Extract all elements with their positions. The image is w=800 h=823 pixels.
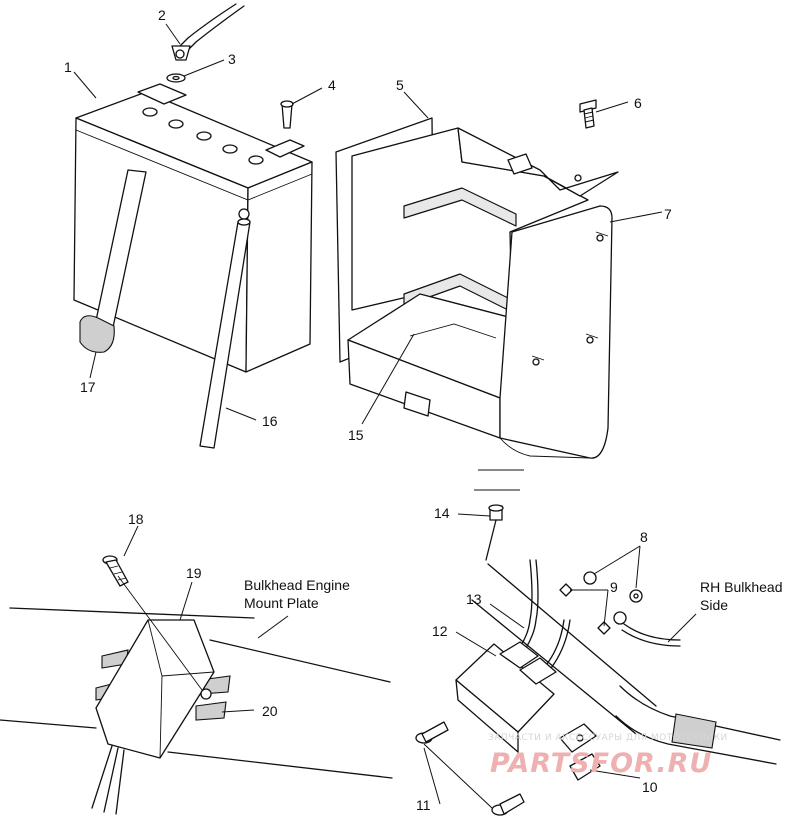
callout-19: 19 [186,565,202,581]
callout-1: 1 [64,59,72,75]
vent-tube [199,218,251,449]
watermark-tagline: ЗАПЧАСТИ И АКСЕССУАРЫ ДЛЯ МОТОТЕХНИКИ [488,733,728,743]
bulkhead-caption-line2: Mount Plate [244,595,319,611]
callout-5: 5 [396,77,404,93]
callout-numbers: 1 2 3 4 5 6 7 8 9 10 11 12 13 14 15 16 1… [64,7,672,813]
callout-2: 2 [158,7,166,23]
lock-washer [166,73,186,83]
battery-cable [171,3,245,61]
battery-strap [79,169,147,353]
callout-8: 8 [640,529,648,545]
callout-4: 4 [328,77,336,93]
callout-15: 15 [348,427,364,443]
callout-9: 9 [610,579,618,595]
rh-bulkhead-panel [471,563,781,765]
callout-11: 11 [416,797,431,813]
bulkhead-engine-mount-plate [0,607,393,779]
rh-bulkhead-caption-line1: RH Bulkhead [700,579,783,595]
callout-17: 17 [80,379,96,395]
box-bolt [579,99,597,129]
screw [102,555,203,691]
captions: Bulkhead Engine Mount Plate RH Bulkhead … [244,577,783,613]
rh-bulkhead-caption-line2: Side [700,597,728,613]
mounting-bracket [559,723,601,781]
starter-solenoid [455,641,557,753]
callout-18: 18 [128,511,144,527]
rivet [474,469,524,561]
star-washer [559,583,627,635]
callout-20: 20 [262,703,278,719]
leader-lines [73,23,697,805]
watermark-logo-text: PARTSFOR.RU [490,748,712,779]
terminal-nut [583,571,643,603]
callout-7: 7 [664,206,672,222]
callout-3: 3 [228,51,236,67]
callout-10: 10 [642,779,658,795]
solenoid-cover [91,619,231,815]
watermark: ЗАПЧАСТИ И АКСЕССУАРЫ ДЛЯ МОТОТЕХНИКИ PA… [488,733,728,779]
callout-16: 16 [262,413,278,429]
callout-12: 12 [432,623,448,639]
callout-6: 6 [634,95,642,111]
callout-13: 13 [466,591,482,607]
bulkhead-caption-line1: Bulkhead Engine [244,577,350,593]
battery-box [347,127,619,459]
mounting-screw [415,721,525,816]
callout-14: 14 [434,505,450,521]
terminal-bolt [280,100,294,129]
